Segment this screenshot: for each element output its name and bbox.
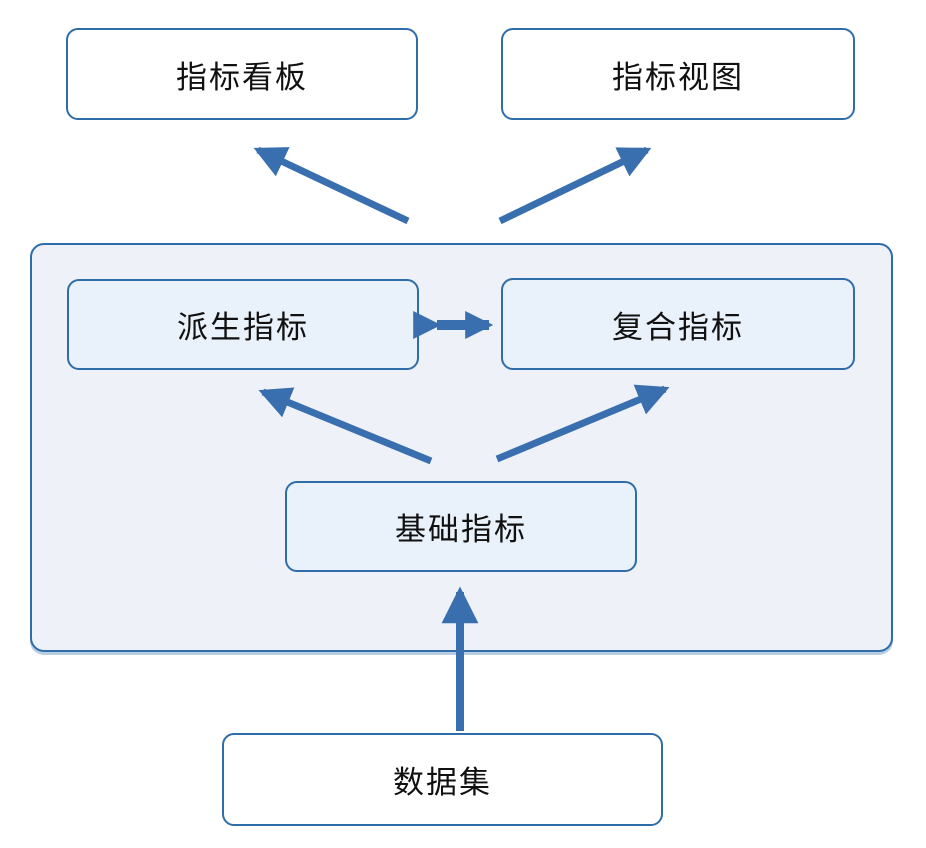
edge-group-to-dashboard bbox=[253, 146, 410, 225]
node-dataset: 数据集 bbox=[222, 733, 663, 826]
node-indicator-dashboard: 指标看板 bbox=[66, 28, 418, 120]
node-dataset-label: 数据集 bbox=[393, 765, 492, 800]
node-derived-indicator: 派生指标 bbox=[67, 279, 419, 370]
node-indicator-view: 指标视图 bbox=[501, 28, 855, 120]
node-composite-indicator: 复合指标 bbox=[501, 278, 855, 370]
node-derived-indicator-label: 派生指标 bbox=[177, 310, 309, 345]
node-indicator-view-label: 指标视图 bbox=[612, 59, 744, 95]
edge-group-to-view bbox=[498, 146, 652, 225]
node-composite-indicator-label: 复合指标 bbox=[612, 309, 744, 345]
node-indicator-dashboard-label: 指标看板 bbox=[176, 59, 308, 95]
node-basic-indicator-label: 基础指标 bbox=[395, 512, 527, 547]
node-basic-indicator: 基础指标 bbox=[285, 481, 637, 572]
